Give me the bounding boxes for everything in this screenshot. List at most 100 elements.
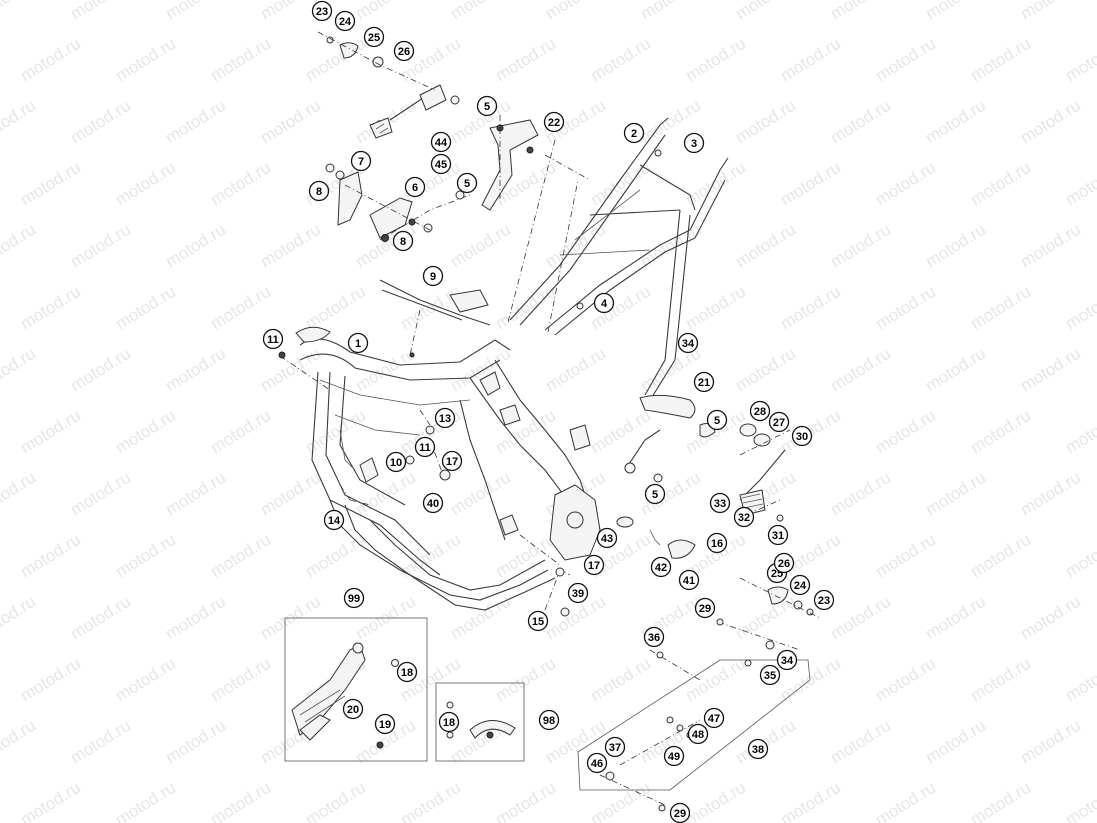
watermark-text: motod.ru: [397, 778, 464, 823]
callout-circle: [663, 745, 685, 767]
callout-27: 27: [768, 411, 790, 433]
watermark-text: motod.ru: [162, 96, 229, 148]
watermark-text: motod.ru: [637, 344, 704, 396]
watermark-text: motod.ru: [827, 220, 894, 272]
callout-label: 11: [419, 442, 431, 454]
callout-circle: [350, 150, 372, 172]
watermark-text: motod.ru: [682, 778, 749, 823]
watermark-text: motod.ru: [492, 530, 559, 582]
watermark-text: motod.ru: [922, 716, 989, 768]
callout-circle: [604, 736, 626, 758]
watermark-text: motod.ru: [1017, 592, 1084, 644]
watermark-text: motod.ru: [732, 344, 799, 396]
callout-circle: [323, 509, 345, 531]
callout-label: 34: [781, 655, 794, 667]
watermark-text: motod.ru: [0, 344, 39, 396]
watermark-text: motod.ru: [162, 716, 229, 768]
callout-circle: [768, 411, 790, 433]
watermark-text: motod.ru: [872, 654, 939, 706]
callout-label: 15: [532, 616, 544, 628]
watermark-text: motod.ru: [1062, 158, 1097, 210]
callout-circle: [767, 524, 789, 546]
watermark-text: motod.ru: [302, 34, 369, 86]
callout-21: 21: [693, 371, 715, 393]
callout-4: 4: [593, 292, 615, 314]
kit-99-box: [284, 617, 428, 762]
callout-circle: [706, 532, 728, 554]
callout-11: 11: [262, 328, 284, 350]
callout-circle: [543, 111, 565, 133]
callout-label: 36: [648, 632, 660, 644]
watermark-text: motod.ru: [967, 778, 1034, 823]
callout-22: 22: [543, 111, 565, 133]
callout-circle: [342, 698, 364, 720]
watermark-text: motod.ru: [872, 34, 939, 86]
watermark-text: motod.ru: [67, 0, 134, 23]
callout-24: 24: [789, 574, 811, 596]
callout-circle: [583, 554, 605, 576]
callout-label: 3: [691, 138, 697, 150]
watermark-text: motod.ru: [732, 96, 799, 148]
callout-label: 37: [609, 742, 621, 754]
watermark-text: motod.ru: [777, 158, 844, 210]
callout-label: 21: [698, 377, 710, 389]
callout-label: 42: [655, 562, 667, 574]
callout-label: 24: [794, 580, 807, 592]
watermark-text: motod.ru: [257, 468, 324, 520]
callout-circle: [623, 122, 645, 144]
watermark-text: motod.ru: [447, 220, 514, 272]
watermark-text: motod.ru: [17, 406, 84, 458]
callout-circle: [749, 400, 771, 422]
callout-18: 18: [396, 661, 418, 683]
callout-35: 35: [759, 664, 781, 686]
callout-circle: [596, 527, 618, 549]
callout-23: 23: [311, 0, 333, 22]
callout-label: 8: [316, 186, 322, 198]
callout-label: 35: [764, 670, 776, 682]
callout-circle: [363, 26, 385, 48]
callout-label: 44: [435, 137, 448, 149]
watermark-text: motod.ru: [872, 282, 939, 334]
callout-label: 23: [818, 595, 830, 607]
watermark-text: motod.ru: [967, 34, 1034, 86]
watermark-text: motod.ru: [827, 0, 894, 23]
callout-1: 1: [347, 332, 369, 354]
watermark-text: motod.ru: [112, 158, 179, 210]
callout-label: 43: [601, 533, 613, 545]
watermark-text: motod.ru: [207, 654, 274, 706]
callout-33: 33: [709, 492, 731, 514]
watermark-text: motod.ru: [67, 96, 134, 148]
callout-label: 26: [398, 46, 410, 58]
callout-circle: [643, 626, 665, 648]
watermark-text: motod.ru: [587, 34, 654, 86]
watermark-text: motod.ru: [447, 468, 514, 520]
callout-label: 13: [439, 413, 451, 425]
callout-circle: [693, 371, 715, 393]
callout-circle: [703, 707, 725, 729]
watermark-text: motod.ru: [1017, 344, 1084, 396]
callout-circle: [789, 574, 811, 596]
callout-circle: [434, 407, 456, 429]
watermark-text: motod.ru: [0, 0, 39, 23]
callout-label: 16: [711, 538, 723, 550]
watermark-text: motod.ru: [922, 468, 989, 520]
watermark-text: motod.ru: [1062, 530, 1097, 582]
linkage-assembly: [616, 394, 821, 651]
callout-circle: [694, 597, 716, 619]
watermark-text: motod.ru: [777, 34, 844, 86]
watermark-text: motod.ru: [0, 592, 39, 644]
watermark-text: motod.ru: [827, 592, 894, 644]
watermark-text: motod.ru: [112, 654, 179, 706]
callout-circle: [709, 492, 731, 514]
cable-guard: [379, 279, 491, 358]
watermark-text: motod.ru: [112, 282, 179, 334]
callout-circle: [593, 292, 615, 314]
watermark-text: motod.ru: [207, 34, 274, 86]
callout-circle: [527, 610, 549, 632]
callout-label: 5: [652, 489, 658, 501]
callout-circle: [813, 589, 835, 611]
callout-circle: [347, 332, 369, 354]
callout-10: 10: [385, 451, 407, 473]
watermark-text: motod.ru: [637, 0, 704, 23]
watermark-text: motod.ru: [302, 778, 369, 823]
